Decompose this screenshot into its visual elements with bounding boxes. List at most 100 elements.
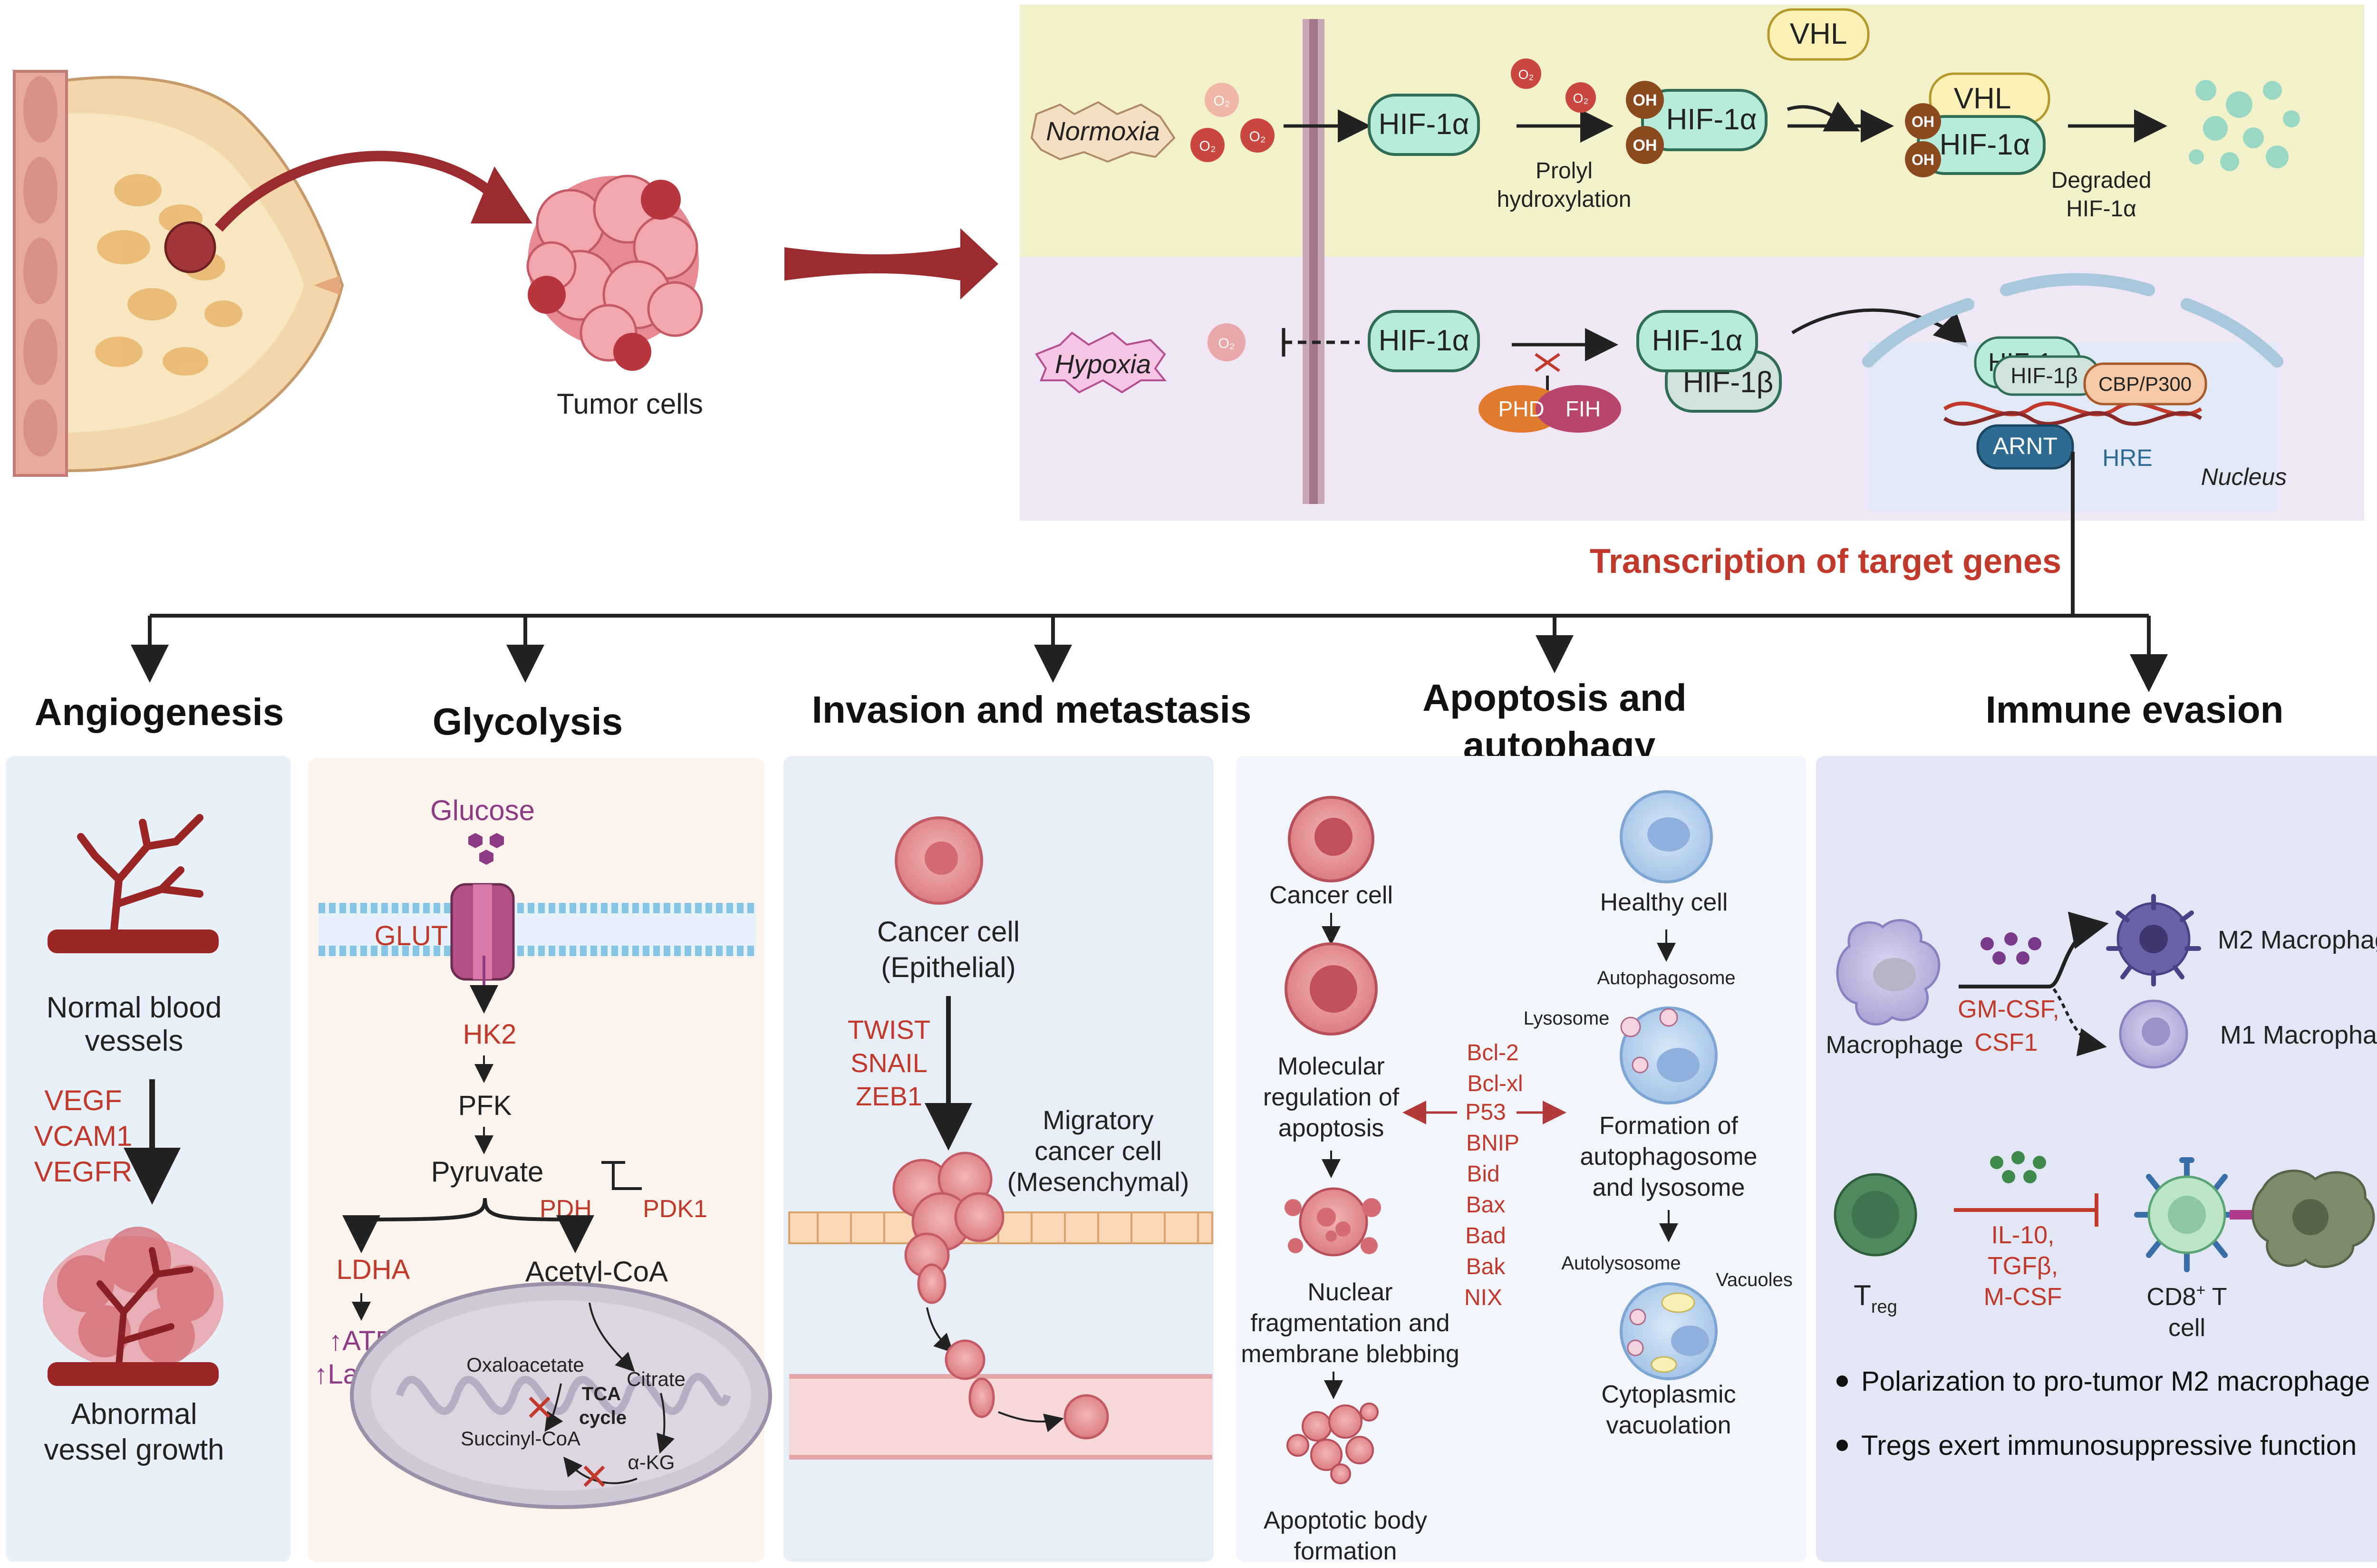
svg-text:Bcl-xl: Bcl-xl [1467,1071,1523,1096]
hk2-label: HK2 [463,1019,517,1050]
svg-text:O₂: O₂ [1249,129,1266,145]
blebbing-cell [1285,1187,1381,1257]
oxaloacetate-label: Oxaloacetate [466,1354,584,1376]
svg-text:O₂: O₂ [1214,93,1230,109]
autolysosome-label: Autolysosome [1561,1253,1681,1274]
fih-enzyme [1536,385,1621,433]
svg-text:O₂: O₂ [1218,336,1235,351]
vacuoles-label: Vacuoles [1716,1269,1793,1290]
cd8-label: CD8+ T [2146,1281,2227,1311]
invasion-panel [783,756,1214,1562]
svg-text:OH: OH [1633,136,1657,155]
degraded-line1: Degraded [2051,168,2152,193]
immune-bullet-2: Tregs exert immunosuppressive function [1861,1430,2357,1461]
tumor-cells-label: Tumor cells [557,388,703,420]
pyruvate-label: Pyruvate [431,1156,544,1188]
treg-cell [1834,1173,1917,1257]
factor-twist: TWIST [848,1015,930,1045]
branch-arrows [131,614,2168,692]
citrate-label: Citrate [627,1368,686,1390]
formation-line3: and lysosome [1593,1174,1745,1201]
cytokine-dots-1 [1981,932,2041,965]
normoxia-label: Normoxia [1046,116,1160,146]
circulating-cell [1063,1394,1109,1440]
tumor-cluster [526,174,703,371]
hif1a-box-hypoxia [1368,310,1480,372]
glucose-label: Glucose [430,794,535,826]
prolyl-line2: hydroxylation [1497,187,1632,212]
abnormal-vessel-line2: vessel growth [44,1433,224,1466]
mitochondrion [350,1282,772,1509]
apoptosis-cancer-cell-label: Cancer cell [1269,881,1393,909]
treg-label: Treg [1854,1279,1897,1317]
cyto-line2: vacuolation [1606,1412,1731,1439]
main-arrow [784,228,998,300]
akg-label: α-KG [628,1451,675,1473]
svg-text:HIF-1α: HIF-1α [1940,128,2030,161]
intravasating-cell [945,1339,995,1418]
pdk1-label: PDK1 [643,1195,707,1223]
svg-text:OH: OH [1912,151,1934,168]
svg-text:O₂: O₂ [1573,91,1589,106]
tgfb-label: TGFβ, [1988,1252,2058,1280]
autophagosome-cell [1620,1007,1718,1104]
molecular-regulation-cell [1285,942,1378,1036]
m1-macrophage-label: M1 Macrophage [2220,1021,2377,1049]
nucleus-label: Nucleus [2201,464,2287,490]
nuclear-line3: membrane blebbing [1241,1340,1459,1368]
hif1a-box-dimer [1636,310,1758,372]
svg-text:CBP/P300: CBP/P300 [2098,373,2192,395]
svg-text:ARNT: ARNT [1993,433,2058,459]
invasion-title: Invasion and metastasis [812,688,1252,731]
factor-vegfr: VEGFR [34,1156,133,1188]
svg-text:OH: OH [1912,113,1934,130]
svg-text:Bid: Bid [1467,1161,1499,1187]
csf1-label: CSF1 [1975,1029,2038,1056]
cancer-cell-epithelial-line2: (Epithelial) [881,951,1015,983]
cd8-t-cell [2134,1157,2263,1272]
svg-text:Bcl-2: Bcl-2 [1467,1040,1518,1065]
breast-illustration [13,70,344,477]
blood-vessel-band [789,1374,1212,1460]
factor-zeb1: ZEB1 [856,1081,922,1111]
svg-text:O₂: O₂ [1199,138,1216,154]
molecular-line1: Molecular [1277,1053,1384,1080]
degraded-fragments [2189,80,2300,171]
svg-text:Bax: Bax [1466,1192,1506,1218]
normal-vessels-line2: vessels [85,1025,184,1057]
mcsf-label: M-CSF [1984,1283,2062,1311]
svg-text:HIF-1α: HIF-1α [1666,103,1757,136]
formation-line2: autophagosome [1580,1143,1758,1171]
gm-csf-label: GM-CSF, [1958,996,2059,1023]
o2-molecules-normoxia: O₂ O₂ O₂ [1190,83,1275,162]
svg-text:HIF-1α: HIF-1α [1652,324,1743,357]
glucose-molecules [468,833,504,865]
svg-text:VHL: VHL [1790,18,1847,50]
svg-text:OH: OH [1633,91,1657,109]
healthy-cell-label: Healthy cell [1600,889,1728,916]
lysosome-label: Lysosome [1524,1008,1610,1029]
svg-text:O₂: O₂ [1518,67,1534,82]
cd8-cell-line2: cell [2168,1314,2205,1342]
svg-text:HIF-1β: HIF-1β [2010,363,2077,388]
immune-title: Immune evasion [1986,688,2284,731]
tumor-arrow-head [471,166,532,223]
immune-bullet-1: Polarization to pro-tumor M2 macrophage [1861,1366,2370,1397]
svg-text:FIH: FIH [1565,397,1601,421]
svg-text:P53: P53 [1465,1100,1506,1125]
m2-macrophage-label: M2 Macrophage [2218,926,2377,954]
normal-vessels-line1: Normal blood [47,991,222,1024]
tumor-arrow-curve [214,151,503,232]
block-x-2 [583,1465,605,1487]
hypoxia-badge [1034,331,1167,394]
apoptotic-line1: Apoptotic body [1264,1507,1427,1534]
svg-text:NIX: NIX [1464,1285,1502,1310]
degraded-line2: HIF-1α [2066,196,2136,222]
dna-helix [1943,401,2203,426]
angiogenesis-title: Angiogenesis [35,691,284,733]
vhl-box-1 [1767,8,1870,61]
apoptosis-title-1: Apoptosis and [1422,677,1687,719]
cytokine-dots-2 [1990,1151,2046,1183]
tca-label-1: TCA [582,1384,621,1404]
apoptotic-line2: formation [1294,1538,1397,1565]
